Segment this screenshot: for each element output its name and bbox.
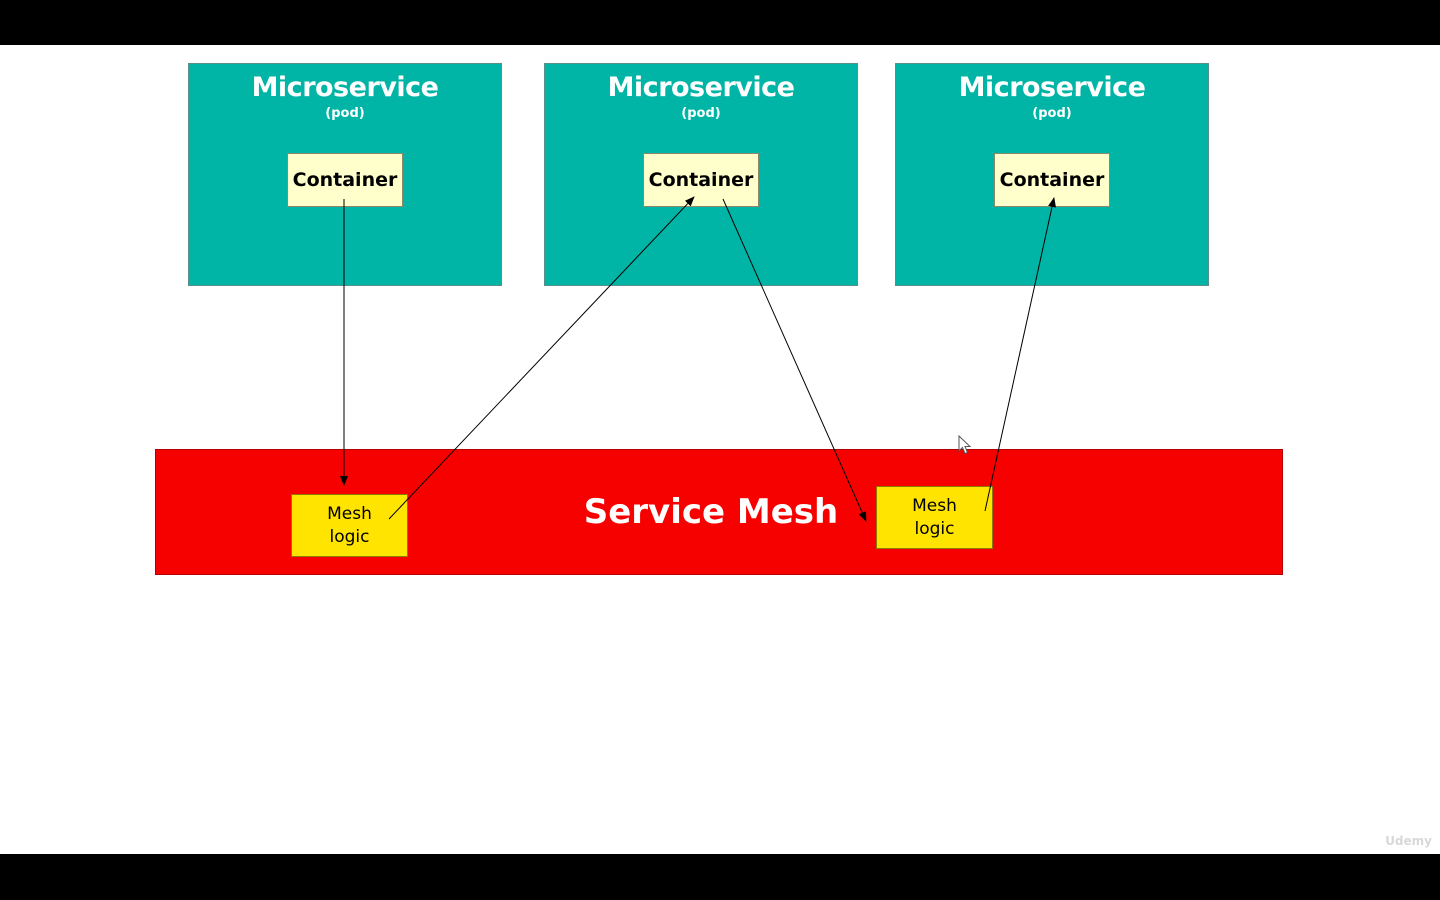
watermark-text: Udemy: [1385, 834, 1432, 848]
pod-title: Microservice: [251, 72, 439, 103]
container-box: Container: [643, 153, 759, 207]
pod-title: Microservice: [958, 72, 1146, 103]
pod-subtitle: (pod): [325, 106, 365, 121]
slide: Microservice (pod) Container Microservic…: [0, 45, 1440, 854]
container-box: Container: [287, 153, 403, 207]
pod-subtitle: (pod): [681, 106, 721, 121]
pod-microservice-1: Microservice (pod) Container: [188, 63, 502, 286]
container-box: Container: [994, 153, 1110, 207]
udemy-logo-icon: Udemy: [1385, 834, 1432, 848]
pod-title: Microservice: [607, 72, 795, 103]
mouse-pointer-icon: [958, 435, 972, 455]
mesh-logic-box-2: Mesh logic: [876, 486, 993, 549]
service-mesh-title: Service Mesh: [583, 492, 839, 532]
mesh-logic-box-1: Mesh logic: [291, 494, 408, 557]
pod-subtitle: (pod): [1032, 106, 1072, 121]
service-mesh-bar: Service Mesh Mesh logic Mesh logic: [155, 449, 1283, 575]
pod-microservice-2: Microservice (pod) Container: [544, 63, 858, 286]
pod-microservice-3: Microservice (pod) Container: [895, 63, 1209, 286]
